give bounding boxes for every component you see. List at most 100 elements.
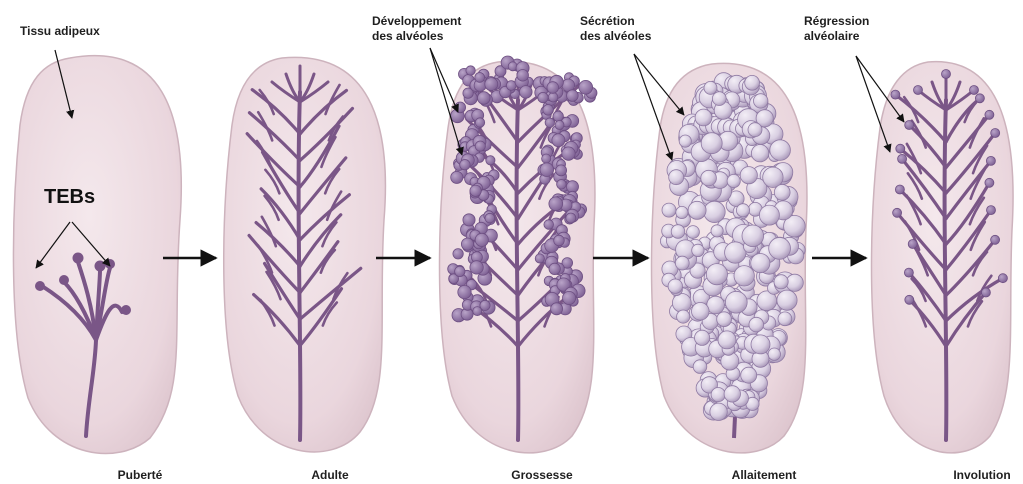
alveolus [463, 214, 475, 226]
tebs-label: TEBs [44, 186, 95, 208]
lactating-alveolus [711, 225, 723, 237]
regressing-alveolus [970, 86, 979, 95]
alveolus [455, 266, 465, 276]
alveolar-regression-line-2: alvéolaire [804, 29, 869, 44]
regressing-alveolus [898, 154, 907, 163]
lactating-alveolus [727, 174, 740, 187]
alveolus [543, 105, 554, 116]
lactating-alveolus [736, 204, 749, 217]
alveolus [475, 118, 484, 127]
lactating-alveolus [745, 75, 760, 90]
alveolus [470, 185, 481, 196]
alveolus [551, 303, 563, 315]
alveolar-development-line-1: Développement [372, 14, 461, 29]
lactating-alveolus [725, 291, 747, 313]
lactating-alveolus [742, 225, 764, 247]
regressing-alveolus [905, 121, 914, 130]
alveolus [486, 156, 495, 165]
alveolus [552, 134, 565, 147]
lactating-alveolus [710, 403, 727, 420]
lactating-alveolus [751, 145, 768, 162]
stage-adult-gland [224, 57, 386, 452]
stage-label-puberty: Puberté [100, 468, 180, 483]
gland-shape [13, 56, 181, 454]
lactating-alveolus [701, 133, 722, 154]
lactating-alveolus [676, 206, 688, 218]
lactating-alveolus [687, 226, 700, 239]
lactating-alveolus [668, 279, 682, 293]
lactating-alveolus [692, 303, 710, 321]
regressing-alveolus [905, 295, 914, 304]
lactating-alveolus [695, 109, 712, 126]
regressing-alveolus [975, 94, 984, 103]
lactating-alveolus [712, 92, 726, 106]
alveolus [538, 92, 548, 102]
lactating-alveolus [786, 274, 803, 291]
gland-shape [224, 57, 386, 452]
alveolus [549, 263, 560, 274]
stage-label-pregnancy: Grossesse [502, 468, 582, 483]
alveolus [535, 254, 544, 263]
stage-label-adult: Adulte [290, 468, 370, 483]
regressing-alveolus [981, 288, 990, 297]
alveolus [555, 121, 564, 130]
alveolus [566, 213, 576, 223]
lactating-alveolus [688, 201, 706, 219]
stage-lactation-gland [652, 63, 807, 452]
lactating-alveolus [751, 254, 770, 273]
alveolus [544, 220, 554, 230]
regressing-alveolus [998, 274, 1007, 283]
alveolus [475, 73, 485, 83]
lactating-alveolus [718, 331, 736, 349]
lactating-alveolus [704, 201, 725, 222]
alveolus [473, 307, 482, 316]
alveolus [470, 261, 483, 274]
adipose-tissue-label: Tissu adipeux [20, 24, 100, 39]
regressing-alveolus [914, 86, 923, 95]
lactating-alveolus [774, 185, 790, 201]
stage-involution-gland [872, 62, 1014, 453]
regressing-alveolus [896, 144, 905, 153]
alveolus [567, 90, 579, 102]
lactating-alveolus [774, 275, 788, 289]
lactating-alveolus [669, 170, 684, 185]
alveolus [475, 141, 485, 151]
alveolus [475, 233, 488, 246]
lactating-alveolus [717, 312, 732, 327]
lactating-alveolus [724, 386, 740, 402]
alveolar-development-label: Développement des alvéoles [372, 14, 461, 44]
lactating-alveolus [692, 244, 704, 256]
alveolus [562, 147, 575, 160]
alveolus [547, 82, 559, 94]
alveolus [548, 92, 558, 102]
alveolus [517, 70, 529, 82]
alveolus [466, 66, 475, 75]
regressing-alveolus [904, 268, 913, 277]
lactating-alveolus [706, 264, 727, 285]
regressing-alveolus [991, 235, 1000, 244]
regressing-alveolus [895, 185, 904, 194]
lactating-alveolus [662, 203, 676, 217]
regressing-alveolus [985, 178, 994, 187]
lactating-alveolus [677, 310, 690, 323]
alveolus [478, 92, 491, 105]
alveolus [485, 213, 495, 223]
regressing-alveolus [908, 240, 917, 249]
alveolus [557, 180, 567, 190]
regressing-alveolus [986, 156, 995, 165]
regressing-alveolus [891, 90, 900, 99]
lactating-alveolus [740, 167, 757, 184]
lactating-alveolus [734, 266, 754, 286]
alveolus [540, 163, 554, 177]
alveolar-secretion-label: Sécrétion des alvéoles [580, 14, 651, 44]
alveolus [458, 285, 471, 298]
lactating-alveolus [693, 360, 707, 374]
alveolus [579, 80, 593, 94]
regressing-alveolus [893, 208, 902, 217]
regressing-alveolus [991, 129, 1000, 138]
lactating-alveolus [770, 140, 791, 161]
alveolar-development-line-2: des alvéoles [372, 29, 461, 44]
lactating-alveolus [675, 256, 689, 270]
lactating-alveolus [749, 317, 764, 332]
